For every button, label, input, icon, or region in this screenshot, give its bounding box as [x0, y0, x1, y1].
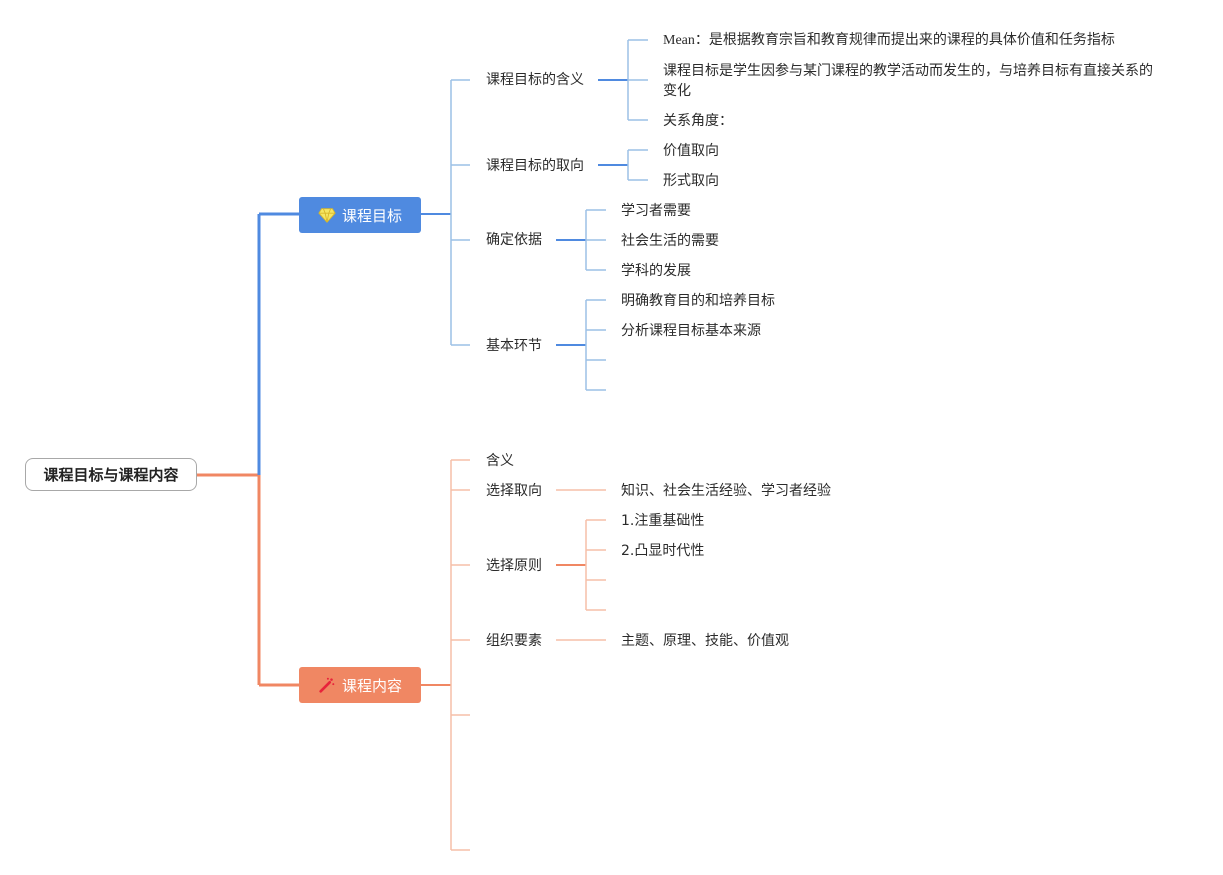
subtopic-goal-definition[interactable]: 课程目标是学生因参与某门课程的教学活动而发生的，与培养目标有直接关系的变化	[663, 63, 1153, 99]
subtopic-mean[interactable]: Mean：是根据教育宗旨和教育规律而提出来的课程的具体价值和任务指标	[663, 33, 1115, 48]
topic-content-principles[interactable]: 选择原则	[486, 558, 542, 574]
root-node[interactable]: 课程目标与课程内容	[25, 458, 197, 491]
subtopic-knowledge-experience[interactable]: 知识、社会生活经验、学习者经验	[621, 483, 831, 499]
topic-content-meaning[interactable]: 含义	[486, 453, 514, 469]
branch-label: 课程目标	[341, 206, 402, 225]
subtopic-form-orientation[interactable]: 形式取向	[663, 173, 719, 189]
subtopic-relation-angle[interactable]: 关系角度：	[663, 113, 733, 129]
subtopic-basics[interactable]: 1.注重基础性	[621, 513, 705, 529]
subtopic-timeliness[interactable]: 2.凸显时代性	[621, 543, 705, 559]
topic-goal-steps[interactable]: 基本环节	[486, 338, 542, 354]
subtopic-analyze-sources[interactable]: 分析课程目标基本来源	[621, 323, 761, 339]
gem-icon	[318, 208, 336, 223]
subtopic-social-life-needs[interactable]: 社会生活的需要	[621, 233, 719, 249]
subtopic-subject-development[interactable]: 学科的发展	[621, 263, 691, 279]
subtopic-organizing-elements[interactable]: 主题、原理、技能、价值观	[621, 633, 789, 649]
topic-content-orientation[interactable]: 选择取向	[486, 483, 542, 499]
root-label: 课程目标与课程内容	[43, 466, 179, 484]
branch-course-goal[interactable]: 课程目标	[299, 197, 421, 233]
topic-goal-basis[interactable]: 确定依据	[486, 232, 542, 248]
subtopic-clarify-aims[interactable]: 明确教育目的和培养目标	[621, 293, 775, 309]
branch-label: 课程内容	[341, 676, 402, 695]
topic-goal-orientation[interactable]: 课程目标的取向	[486, 158, 584, 174]
pencil-sparkle-icon	[319, 677, 335, 693]
branch-course-content[interactable]: 课程内容	[299, 667, 421, 703]
subtopic-learner-needs[interactable]: 学习者需要	[621, 203, 691, 219]
subtopic-value-orientation[interactable]: 价值取向	[663, 143, 719, 159]
topic-goal-meaning[interactable]: 课程目标的含义	[486, 72, 584, 88]
topic-content-elements[interactable]: 组织要素	[486, 633, 542, 649]
